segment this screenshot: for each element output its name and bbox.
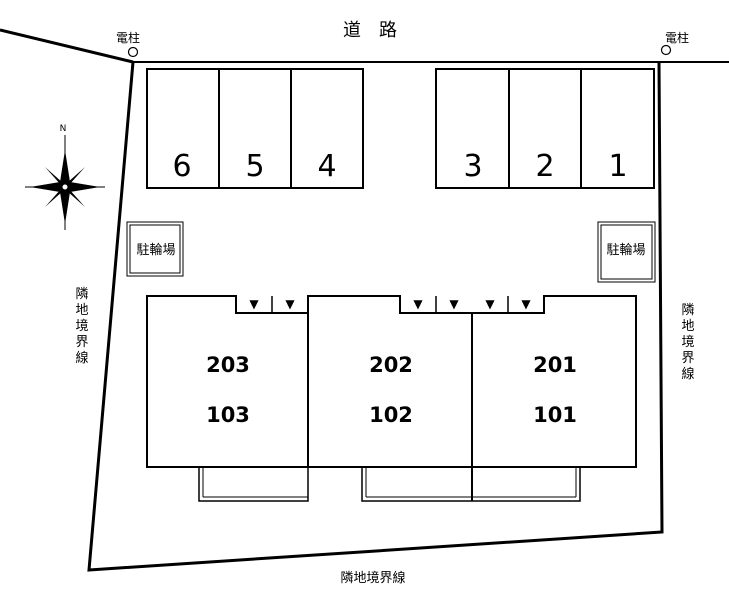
unit-number-102: 102 — [369, 403, 413, 427]
entrance-arrow-icon: ▼ — [249, 297, 259, 311]
boundary-label-left: 隣地境界線 — [75, 286, 88, 366]
pole-label-right: 電柱 — [665, 30, 689, 45]
road-label: 道 路 — [343, 20, 397, 41]
compass-north-label: N — [60, 124, 67, 134]
parking-space-5: 5 — [245, 149, 264, 184]
unit-number-103: 103 — [206, 403, 250, 427]
balcony-middle-right — [361, 467, 581, 502]
utility-pole-icon — [127, 46, 139, 58]
pole-label-left: 電柱 — [116, 30, 140, 45]
entrance-arrow-icon: ▼ — [449, 297, 459, 311]
entrance-arrow-icon: ▼ — [485, 297, 495, 311]
compass-icon — [25, 135, 105, 230]
parking-space-1: 1 — [608, 149, 627, 184]
unit-number-101: 101 — [533, 403, 577, 427]
bicycle-parking-right — [597, 221, 656, 283]
parking-space-3: 3 — [463, 149, 482, 184]
boundary-label-bottom: 隣地境界線 — [340, 570, 405, 586]
bicycle-parking-label-left: 駐輪場 — [136, 242, 175, 258]
parking-block-left — [146, 68, 364, 189]
parking-block-right — [435, 68, 655, 189]
balcony-left — [198, 467, 309, 502]
entrance-arrow-icon: ▼ — [413, 297, 423, 311]
unit-number-202: 202 — [369, 353, 413, 377]
unit-number-201: 201 — [533, 353, 577, 377]
boundary-label-right: 隣地境界線 — [681, 302, 694, 382]
utility-pole-icon — [660, 44, 672, 56]
parking-space-4: 4 — [317, 149, 336, 184]
unit-number-203: 203 — [206, 353, 250, 377]
parking-space-6: 6 — [172, 149, 191, 184]
road-edge — [0, 28, 134, 64]
parking-space-2: 2 — [535, 149, 554, 184]
bicycle-parking-left — [126, 221, 184, 277]
building-outline — [146, 295, 637, 468]
entrance-arrow-icon: ▼ — [521, 297, 531, 311]
site-boundary — [87, 61, 664, 572]
bicycle-parking-label-right: 駐輪場 — [606, 242, 645, 258]
entrance-arrow-icon: ▼ — [285, 297, 295, 311]
